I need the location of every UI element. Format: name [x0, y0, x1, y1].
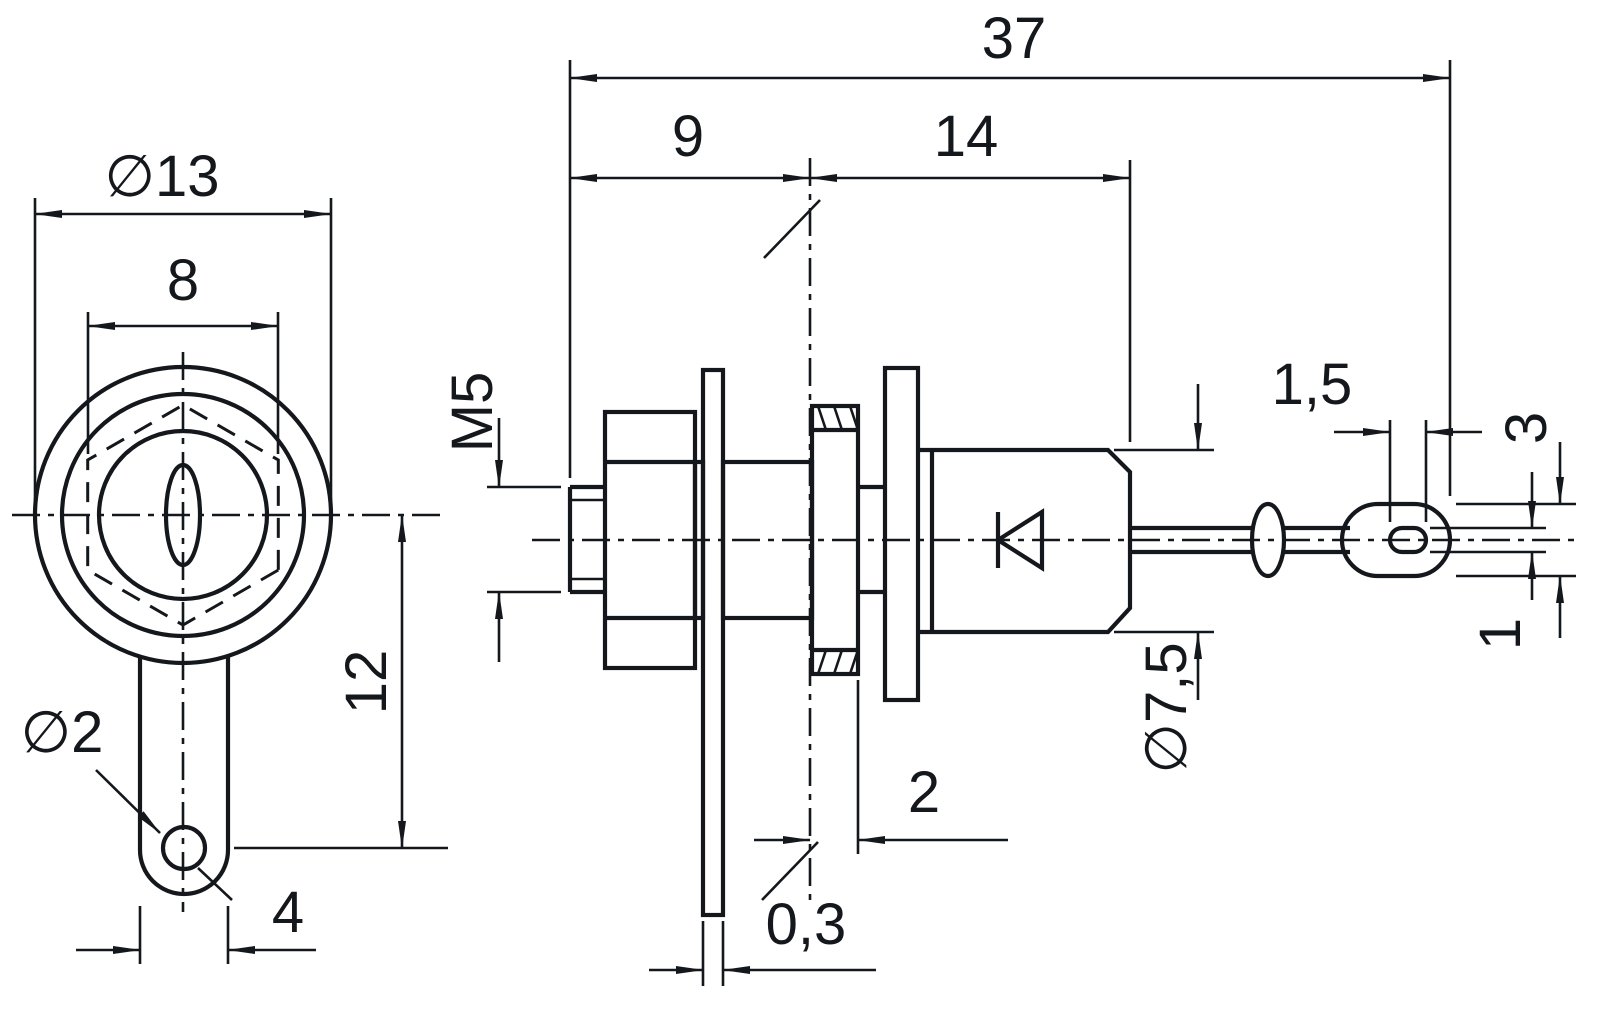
dim-overall-length: 37 [568, 6, 1452, 496]
front-view-centerlines [12, 352, 448, 912]
dim-eyelet-slot-width: 1 [1430, 472, 1546, 650]
plane-trace-mark [763, 199, 821, 259]
dim-label-thread-size: M5 [440, 372, 505, 453]
dim-label-hole-diameter: ∅2 [21, 700, 104, 765]
dim-front-tag-width: 4 [76, 880, 316, 964]
dim-label-thread-length: 9 [672, 104, 704, 169]
serration-tick [816, 405, 828, 431]
diode-body [918, 447, 1133, 635]
dim-thread-size: M5 [440, 372, 561, 662]
dim-label-tag-thickness: 0,3 [766, 892, 847, 957]
dim-thread-and-body-length: 9 14 [569, 104, 1132, 442]
leader-line [197, 867, 233, 901]
dim-label-body-diameter: ∅7,5 [1134, 642, 1199, 773]
dim-label-hex-width: 8 [167, 248, 199, 313]
leader-line [95, 769, 161, 834]
dim-front-hole-diameter: ∅2 [21, 700, 233, 901]
dim-label-slot-length: 1,5 [1272, 352, 1353, 417]
flange-washer [882, 365, 921, 703]
dim-eyelet-width: 3 [1456, 412, 1576, 638]
dim-label-slot-width: 1 [1468, 618, 1533, 650]
dim-label-washer-offset: 2 [908, 760, 940, 825]
dim-front-hole-offset: 12 [234, 514, 448, 850]
dim-label-body-length: 14 [934, 104, 999, 169]
dim-label-overall-length: 37 [982, 6, 1047, 71]
dim-front-hex-width: 8 [86, 248, 280, 454]
dim-label-eyelet-width: 3 [1494, 412, 1559, 444]
serration-tick [848, 649, 860, 675]
serration-tick [848, 405, 860, 431]
dim-label-hole-offset: 12 [334, 650, 399, 715]
side-view-centerlines [532, 158, 1580, 902]
plane-trace-mark [761, 841, 819, 901]
serration-tick [816, 649, 828, 675]
solder-tag-plate [700, 367, 726, 918]
dim-body-diameter: ∅7,5 [1114, 384, 1214, 774]
dim-washer-offset: 2 [754, 680, 1008, 854]
dim-eyelet-slot-length: 1,5 [1272, 352, 1482, 522]
serration-tick [832, 649, 844, 675]
dim-label-outer-diameter: ∅13 [104, 144, 219, 209]
dim-label-tag-width: 4 [272, 880, 304, 945]
side-view [567, 365, 1453, 918]
serration-tick [832, 405, 844, 431]
dim-tag-thickness: 0,3 [649, 892, 876, 986]
dim-front-outer-diameter: ∅13 [33, 144, 333, 502]
